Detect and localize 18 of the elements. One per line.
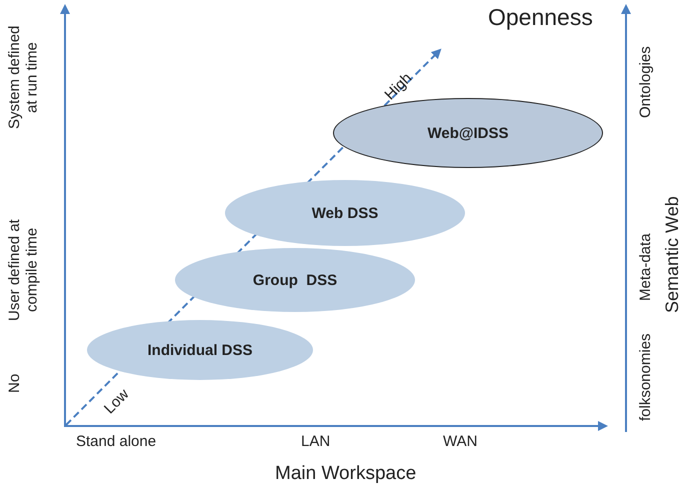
- axis-title: Semantic Web: [662, 196, 683, 315]
- axis-tick-label: User defined at compile time: [6, 218, 42, 323]
- node-label: Web DSS: [312, 204, 378, 222]
- axis-tick-label: folksonomies: [637, 332, 655, 424]
- axis-tick-label: Meta-data: [637, 232, 655, 304]
- axis-tick-label: WAN: [443, 433, 478, 450]
- axis-title: Main Workspace: [275, 463, 416, 485]
- node-label: Web@IDSS: [427, 124, 509, 142]
- axis-tick-label: LAN: [301, 433, 330, 450]
- axis-tick-label: No: [6, 372, 24, 395]
- direction-label: Low: [100, 386, 133, 418]
- node-label: Individual DSS: [147, 342, 252, 358]
- axis-tick-label: System defined at run time: [6, 24, 42, 132]
- axis-tick-label: Stand alone: [76, 433, 156, 450]
- direction-label: High: [381, 70, 416, 104]
- node-label: Group DSS: [252, 272, 338, 288]
- axis-tick-label: Ontologies: [637, 46, 655, 120]
- chart-title: Openness: [488, 4, 593, 30]
